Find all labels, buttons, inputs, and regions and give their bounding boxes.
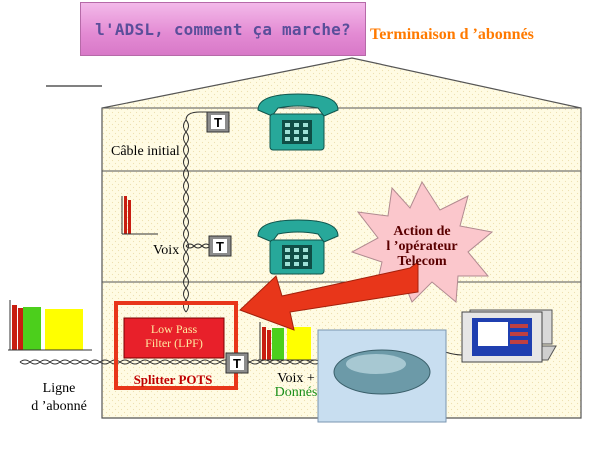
ligne-label: Ligne d ’abonné — [14, 380, 104, 416]
voix-label: Voix — [152, 243, 181, 259]
ligne-line-2: d ’abonné — [31, 399, 87, 414]
twisted-cable-voix — [185, 243, 211, 249]
lpf-line-1: Low Pass — [150, 322, 198, 336]
cable-initial-label: Câble initial — [110, 144, 181, 160]
page-subtitle: Terminaison d ’abonnés — [370, 26, 534, 43]
operator-arrow — [239, 261, 419, 331]
computer — [461, 309, 557, 363]
adsl-modem — [317, 329, 447, 423]
telephone-middle — [257, 219, 339, 275]
donnes-label: Donnés — [274, 385, 318, 400]
splitter-label: Splitter POTS — [133, 372, 213, 387]
signal-spectrum-voix — [121, 196, 158, 235]
action-starburst — [350, 180, 494, 304]
telephone-upper — [257, 93, 339, 151]
voix-plus-label: Voix + — [277, 371, 315, 386]
lpf-line-2: Filter (LPF) — [145, 336, 203, 350]
twisted-cable-vertical — [183, 111, 208, 313]
signal-spectrum-voix-donnees — [258, 322, 316, 361]
action-line-1: Action de — [393, 224, 451, 239]
lpf-label: Low Pass Filter (LPF) — [124, 322, 224, 350]
title-banner: l'ADSL, comment ça marche? — [80, 2, 366, 56]
action-label: Action de l ’opérateur Telecom — [372, 224, 472, 269]
splitter-box — [114, 301, 238, 390]
page-title: l'ADSL, comment ça marche? — [95, 19, 351, 39]
action-line-2: l ’opérateur — [386, 239, 458, 254]
ligne-line-1: Ligne — [42, 381, 76, 396]
lpf-block — [123, 317, 225, 359]
signal-spectrum-outside — [8, 300, 92, 351]
action-line-3: Telecom — [397, 254, 447, 269]
voix-donnes-label: Voix + Donnés — [262, 372, 330, 400]
